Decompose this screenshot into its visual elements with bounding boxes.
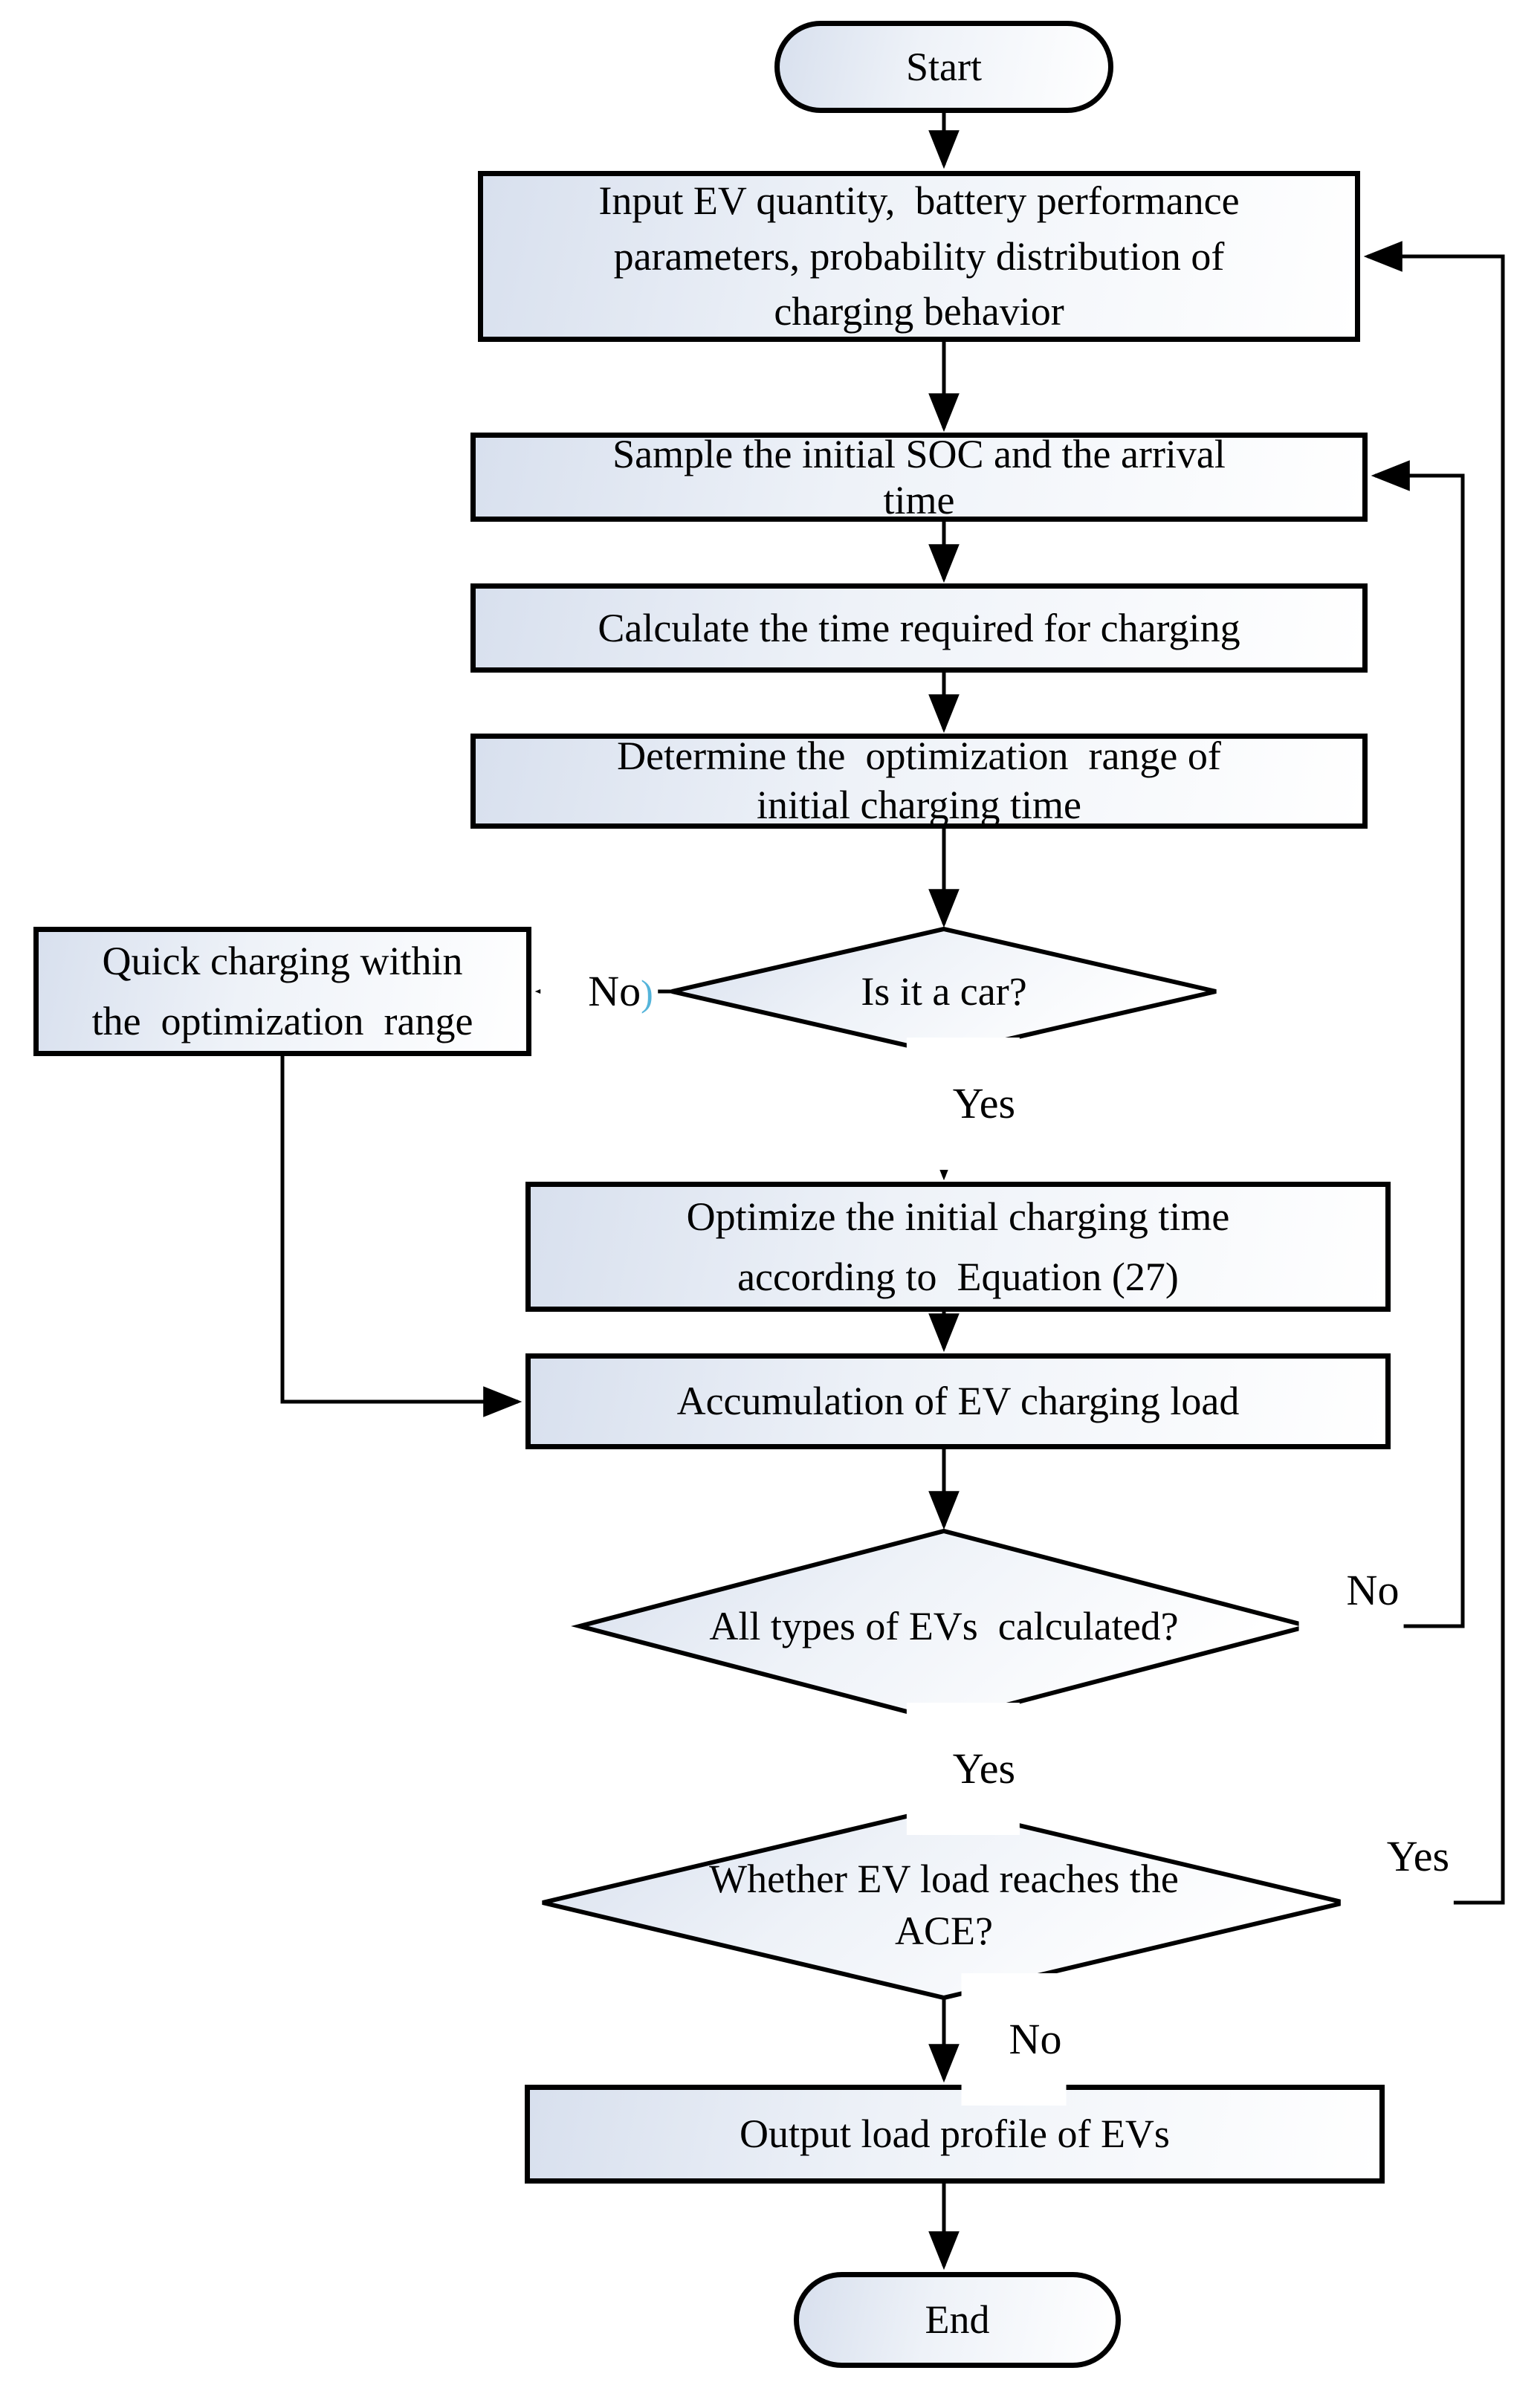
- all-types-decision-text: All types of EVs calculated?: [709, 1603, 1179, 1648]
- input-box-line: Input EV quantity, battery performance: [598, 178, 1240, 224]
- determine-box-line: initial charging time: [757, 783, 1081, 827]
- ace-no-label: No: [961, 1973, 1067, 2106]
- calculate-box-line: Calculate the time required for charging: [598, 605, 1240, 650]
- edge-quick-to-accumulate: [280, 1056, 522, 1417]
- end-node: End: [794, 2272, 1121, 2368]
- accumulate-box-line: Accumulation of EV charging load: [676, 1379, 1240, 1424]
- all-types-no-label: No: [1298, 1524, 1404, 1657]
- sample-box-line: time: [883, 478, 955, 522]
- sample-box: Sample the initial SOC and the arrival t…: [470, 431, 1368, 522]
- ace-yes-label: Yes: [1340, 1790, 1455, 1923]
- car-yes-label: Yes: [906, 1038, 1020, 1170]
- quick-charging-box-line: the optimization range: [91, 999, 473, 1043]
- determine-box-line: Determine the optimization range of: [617, 734, 1221, 779]
- output-box: Output load profile of EVs: [525, 2085, 1385, 2184]
- output-box-line: Output load profile of EVs: [740, 2111, 1170, 2157]
- all-types-yes-label: Yes: [906, 1703, 1020, 1835]
- sample-box-line: Sample the initial SOC and the arrival: [612, 431, 1226, 476]
- accumulate-box: Accumulation of EV charging load: [525, 1353, 1391, 1449]
- start-node: Start: [774, 21, 1113, 113]
- input-box-line: parameters, probability distribution of: [613, 233, 1225, 279]
- ace-decision-diamond: [542, 1805, 1345, 2001]
- optimize-box: Optimize the initial charging time accor…: [525, 1182, 1391, 1312]
- car-no-label: No): [540, 925, 658, 1058]
- end-label: End: [925, 2297, 990, 2343]
- quick-charging-box-line: Quick charging within: [102, 939, 463, 983]
- ace-decision-text: Whether EV load reaches the ACE?: [709, 1856, 1179, 1953]
- calculate-box: Calculate the time required for charging: [470, 583, 1368, 673]
- start-label: Start: [906, 44, 982, 89]
- optimize-box-line: according to Equation (27): [737, 1254, 1179, 1299]
- input-box: Input EV quantity, battery performance p…: [478, 171, 1360, 342]
- input-box-line: charging behavior: [774, 289, 1064, 334]
- car-decision-text: Is it a car?: [861, 968, 1027, 1014]
- determine-box: Determine the optimization range of init…: [470, 734, 1368, 829]
- optimize-box-line: Optimize the initial charging time: [686, 1194, 1230, 1239]
- car-no-blue-mark: ): [641, 972, 653, 1014]
- quick-charging-box: Quick charging within the optimization r…: [33, 927, 531, 1056]
